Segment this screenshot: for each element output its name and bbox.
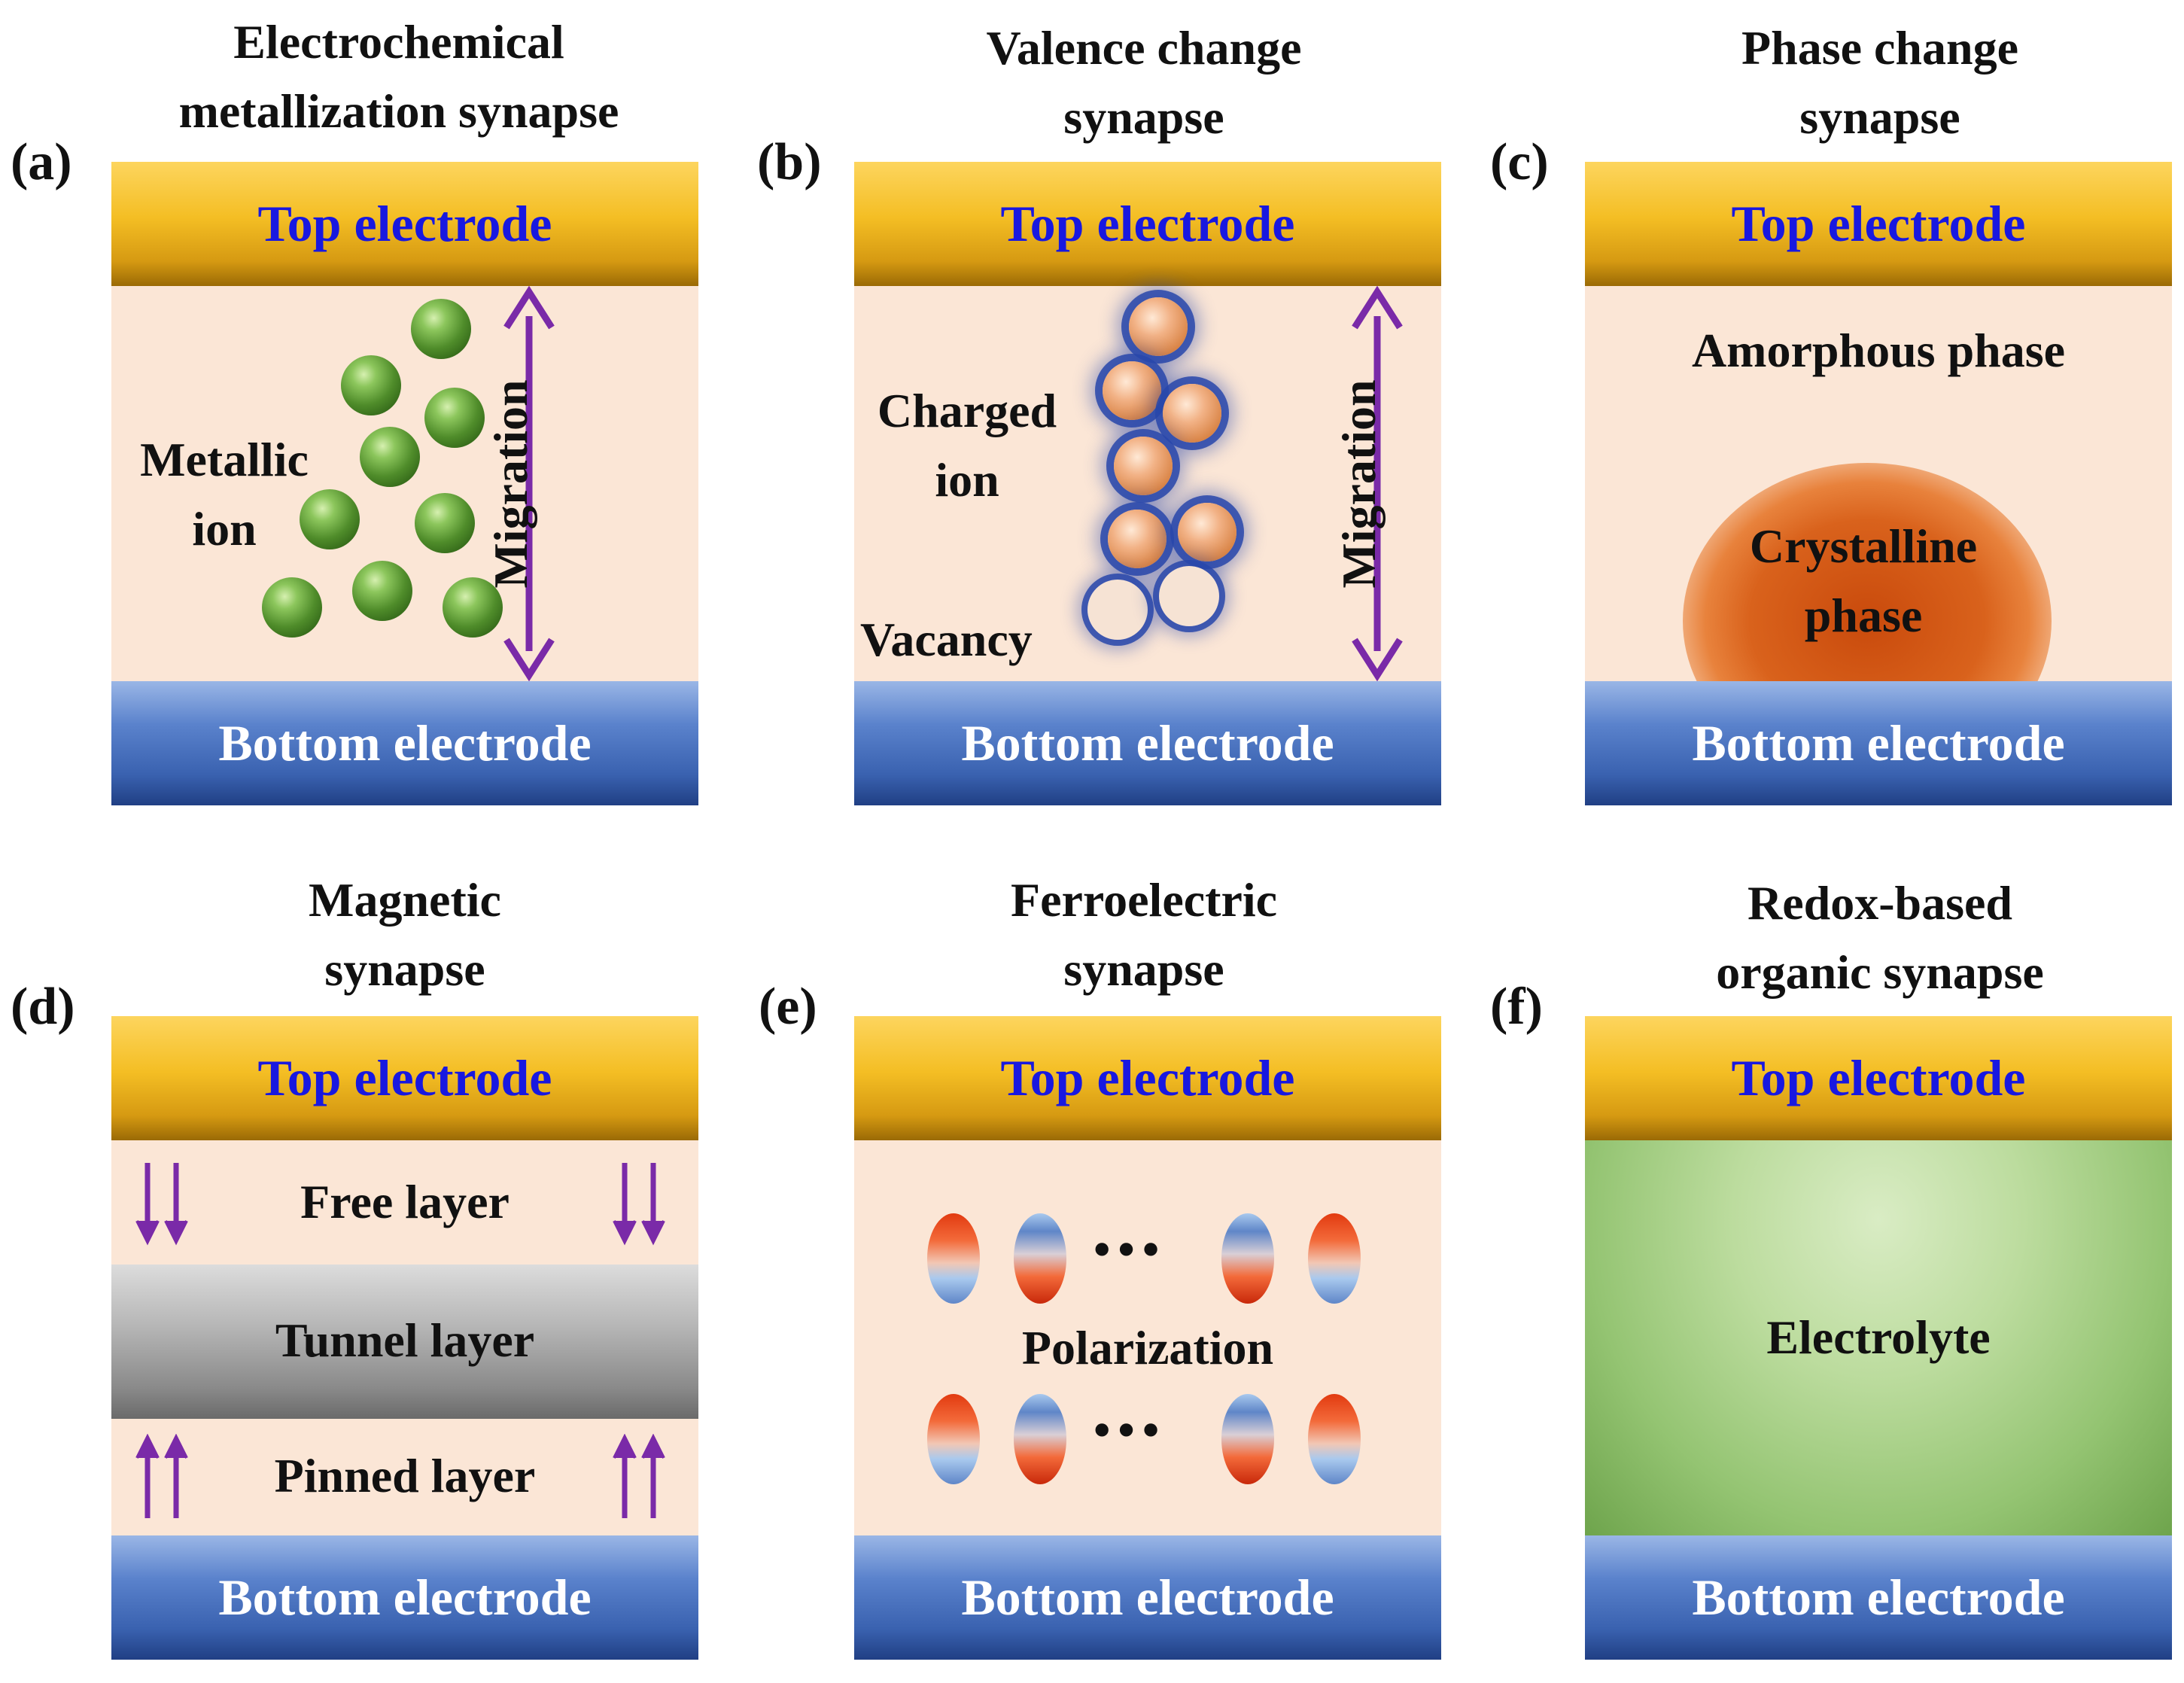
- metallic-ion: [352, 561, 412, 621]
- amorphous-phase-label: Amorphous phase: [1691, 324, 2066, 377]
- panel-e-label: (e): [759, 978, 817, 1036]
- dipole: [927, 1394, 980, 1484]
- dipole: [1014, 1213, 1066, 1304]
- panel-b-label: (b): [757, 133, 822, 191]
- charged-ion: [1114, 437, 1173, 495]
- migration-arrow: [1352, 286, 1403, 681]
- migration-arrow: [503, 286, 555, 681]
- metallic-ion: [262, 577, 322, 638]
- top-electrode: Top electrode: [1585, 1016, 2172, 1140]
- panel-d-title: Magnetic synapse: [309, 873, 501, 996]
- panel-e-title: Ferroelectric synapse: [1010, 873, 1278, 996]
- dipole: [1308, 1394, 1361, 1484]
- panel-a: Top electrode Metallic ion Migration Bot…: [111, 162, 698, 805]
- panel-a-title: Electrochemical metallization synapse: [178, 15, 619, 138]
- charged-ion: [1163, 384, 1221, 443]
- pinned-layer: Pinned layer: [111, 1419, 698, 1535]
- metallic-ion-label: Metallic ion: [140, 433, 309, 555]
- charged-ion-label: Charged ion: [877, 384, 1057, 507]
- metallic-ion: [424, 388, 485, 448]
- panel-d-label: (d): [11, 978, 75, 1036]
- charged-ion: [1178, 503, 1236, 562]
- panel-f-title: Redox-based organic synapse: [1716, 876, 2044, 999]
- metallic-ion: [341, 355, 401, 415]
- panel-f: Top electrode Electrolyte Bottom electro…: [1585, 1016, 2172, 1660]
- spin-down-arrows-right: [613, 1163, 665, 1246]
- metallic-ion: [300, 489, 360, 549]
- panel-b: Top electrode Charged ion Vacancy Migrat…: [854, 162, 1441, 805]
- bottom-electrode: Bottom electrode: [111, 681, 698, 805]
- ellipsis-upper: •••: [1094, 1222, 1167, 1276]
- panel-e: Top electrode ••• Polarization ••• Botto…: [854, 1016, 1441, 1660]
- top-electrode: Top electrode: [111, 162, 698, 286]
- ellipsis-lower: •••: [1094, 1403, 1167, 1456]
- vacancy: [1159, 566, 1219, 626]
- bottom-electrode: Bottom electrode: [1585, 1535, 2172, 1660]
- panel-c-title: Phase change synapse: [1741, 21, 2018, 144]
- dipole: [927, 1213, 980, 1304]
- switching-medium: Metallic ion Migration: [111, 286, 698, 681]
- bottom-electrode: Bottom electrode: [854, 1535, 1441, 1660]
- polarization-label: Polarization: [1021, 1321, 1274, 1374]
- spin-up-arrows-left: [135, 1434, 188, 1518]
- tunnel-layer: Tunnel layer: [111, 1265, 698, 1419]
- metallic-ion: [415, 493, 475, 553]
- panel-c: Top electrode Amorphous phase Crystallin…: [1585, 162, 2172, 805]
- free-layer-label: Free layer: [300, 1175, 509, 1228]
- crystalline-phase-label: Crystalline phase: [1749, 519, 1978, 642]
- electrolyte-label: Electrolyte: [1766, 1310, 1991, 1364]
- ferroelectric-layer: ••• Polarization •••: [854, 1140, 1441, 1535]
- spin-down-arrows-left: [135, 1163, 188, 1246]
- top-electrode: Top electrode: [854, 162, 1441, 286]
- panel-f-label: (f): [1490, 978, 1543, 1036]
- dipole: [1308, 1213, 1361, 1304]
- free-layer: Free layer: [111, 1140, 698, 1265]
- panel-d: Top electrode Free layer Tunnel layer Pi…: [111, 1016, 698, 1660]
- charged-ion: [1108, 510, 1167, 568]
- electrolyte: Electrolyte: [1585, 1140, 2172, 1535]
- migration-label: Migration: [484, 379, 537, 589]
- dipole: [1014, 1394, 1066, 1484]
- bottom-electrode: Bottom electrode: [1585, 681, 2172, 805]
- switching-medium: Charged ion Vacancy Migration: [854, 286, 1441, 681]
- panel-c-label: (c): [1490, 133, 1549, 191]
- bottom-electrode: Bottom electrode: [854, 681, 1441, 805]
- tunnel-layer-label: Tunnel layer: [275, 1313, 535, 1367]
- switching-medium: Amorphous phase Crystalline phase: [1585, 286, 2172, 779]
- top-electrode: Top electrode: [1585, 162, 2172, 286]
- migration-label: Migration: [1332, 379, 1386, 589]
- dipole: [1221, 1394, 1274, 1484]
- panel-a-label: (a): [11, 133, 72, 191]
- vacancy: [1087, 580, 1148, 640]
- charged-ion: [1103, 361, 1161, 420]
- panel-b-title: Valence change synapse: [986, 21, 1302, 144]
- bottom-electrode: Bottom electrode: [111, 1535, 698, 1660]
- top-electrode: Top electrode: [854, 1016, 1441, 1140]
- metallic-ion: [443, 577, 503, 638]
- spin-up-arrows-right: [613, 1434, 665, 1518]
- dipole: [1221, 1213, 1274, 1304]
- metallic-ion: [360, 427, 420, 487]
- charged-ion: [1129, 297, 1188, 356]
- top-electrode: Top electrode: [111, 1016, 698, 1140]
- vacancy-label: Vacancy: [860, 613, 1033, 666]
- metallic-ion: [411, 299, 471, 359]
- pinned-layer-label: Pinned layer: [274, 1449, 536, 1502]
